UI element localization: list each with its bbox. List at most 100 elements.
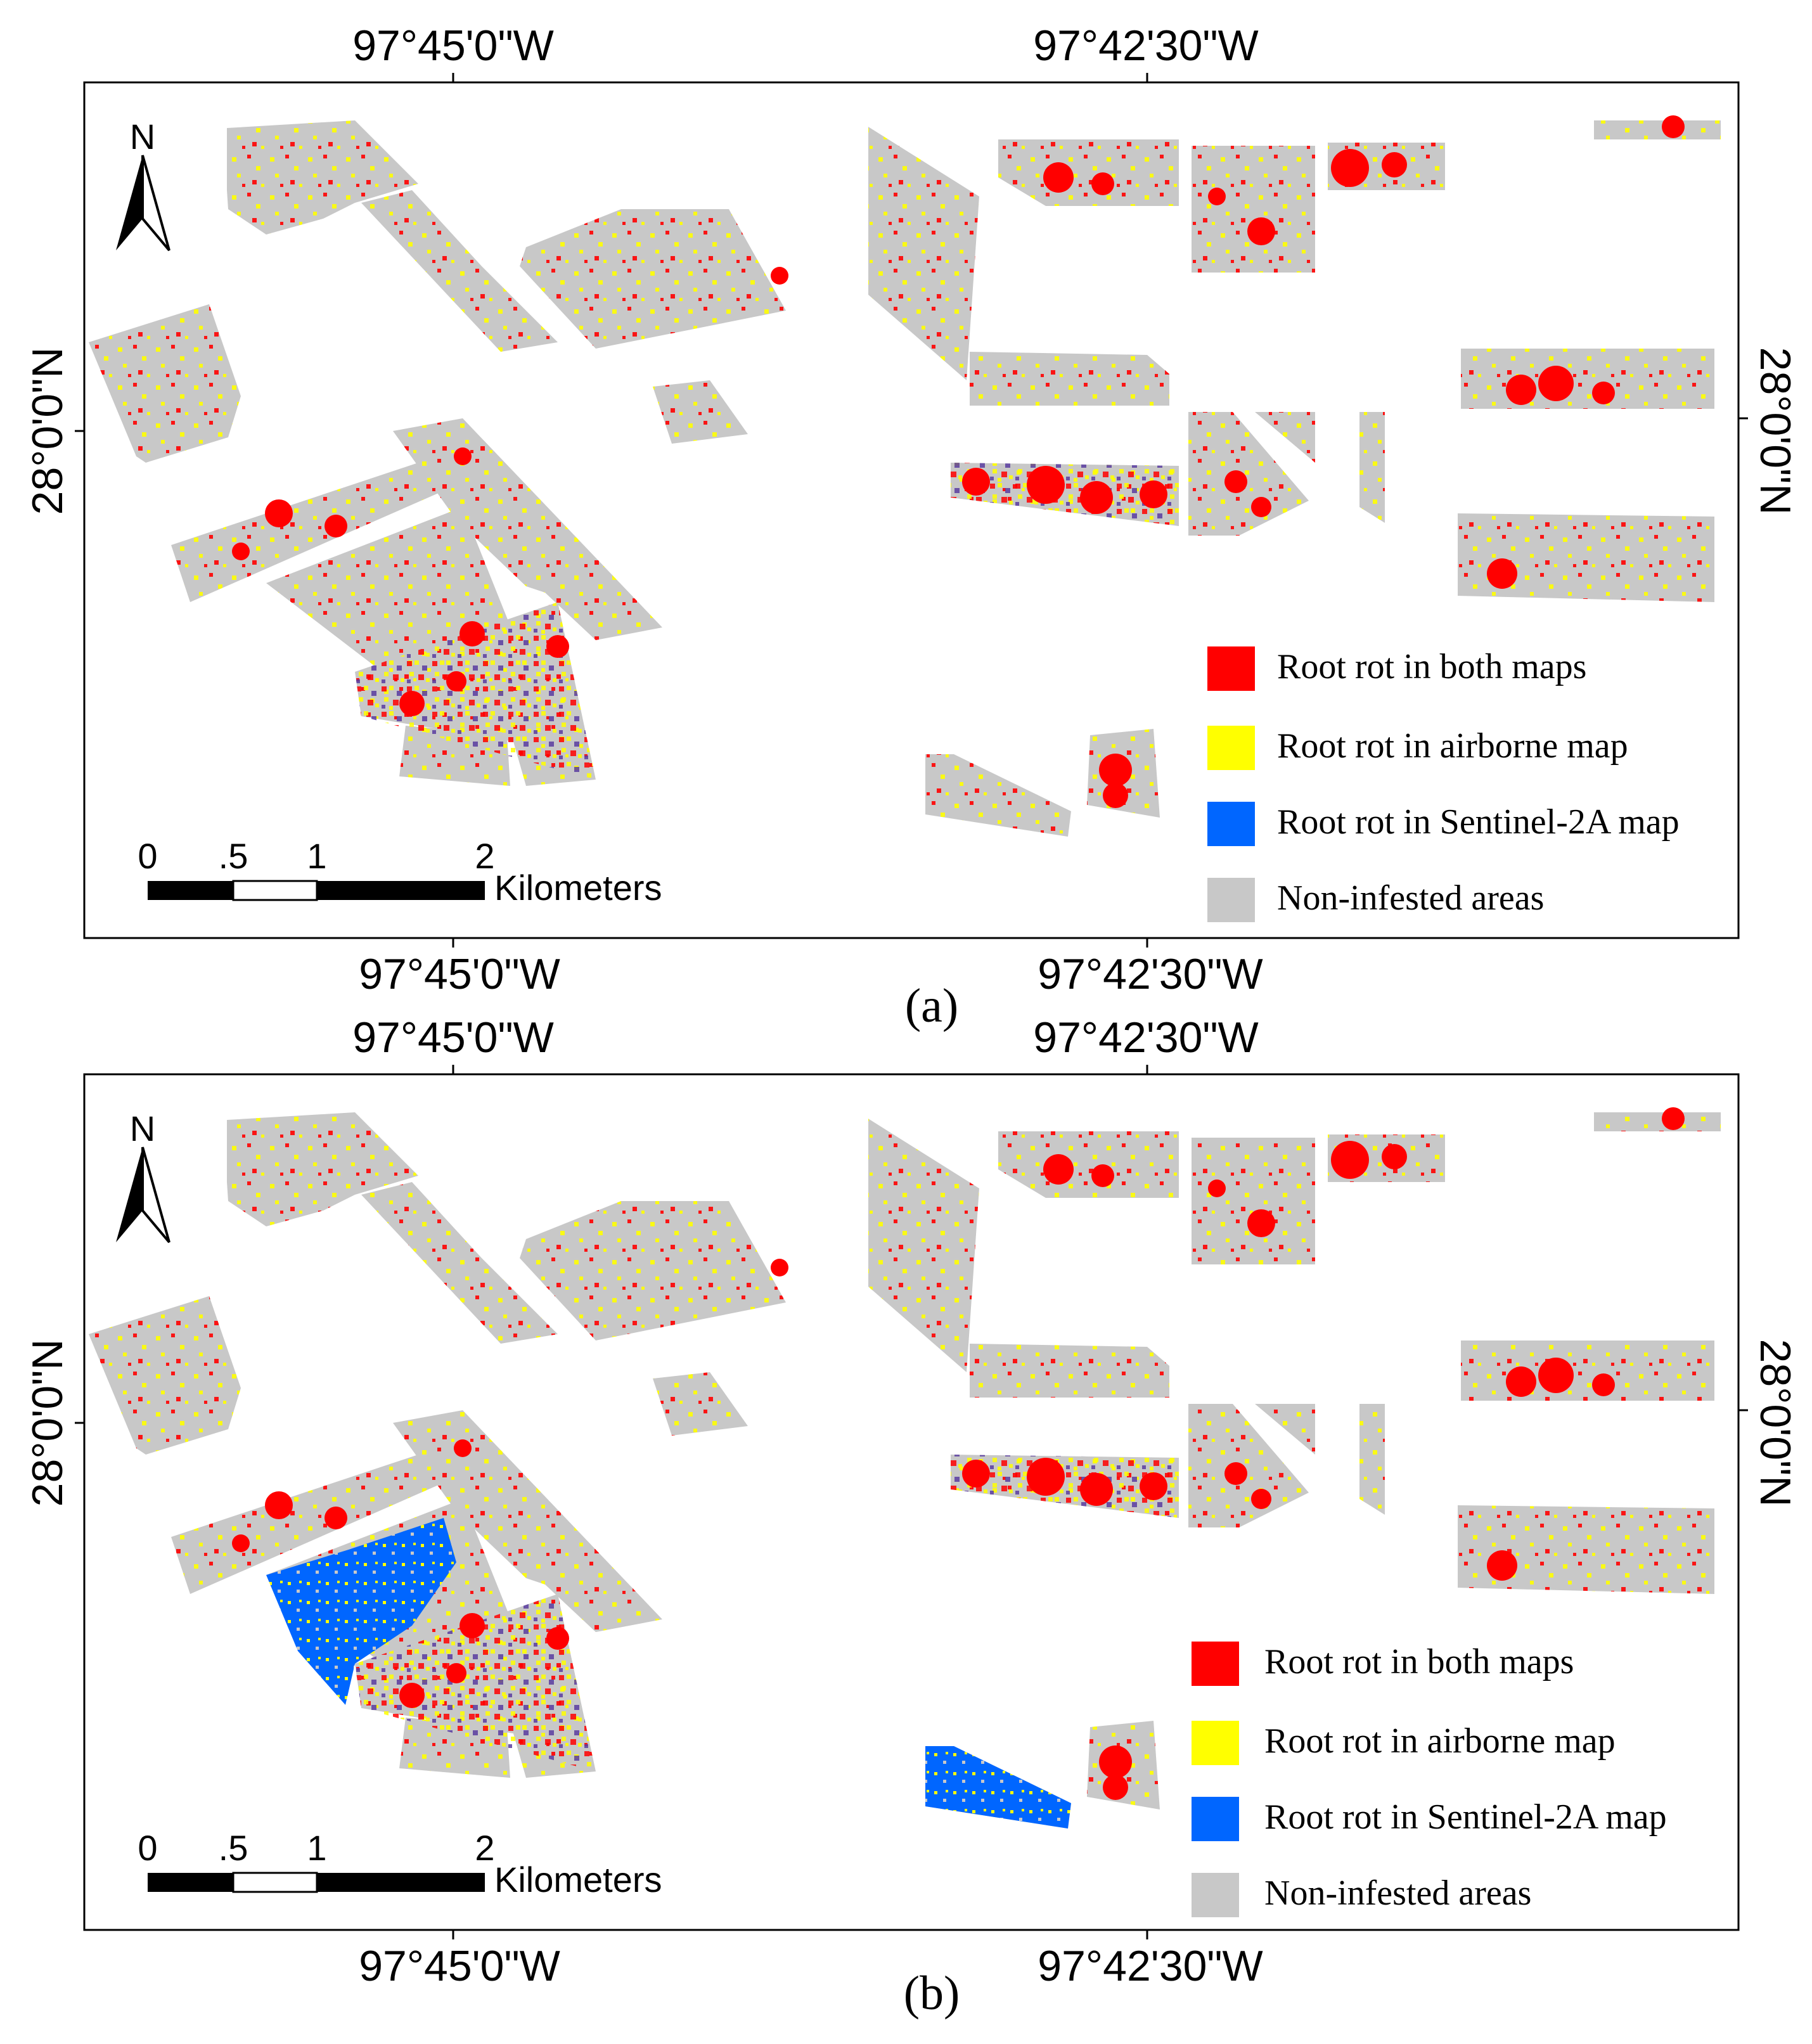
root-rot-hotspot xyxy=(1224,1462,1247,1485)
root-rot-hotspot xyxy=(546,1627,569,1650)
field-speckle xyxy=(1458,1505,1714,1594)
root-rot-hotspot xyxy=(1662,115,1685,138)
north-arrow-icon: N xyxy=(116,117,170,252)
root-rot-hotspot xyxy=(1487,1550,1517,1581)
north-arrow-icon: N xyxy=(116,1109,170,1244)
field-speckle xyxy=(89,1296,241,1455)
latitude-label-right: 28°0'0"N xyxy=(1751,1339,1799,1507)
root-rot-hotspot xyxy=(1027,466,1065,504)
root-rot-hotspot xyxy=(1382,152,1407,177)
legend-swatch xyxy=(1192,1797,1239,1841)
root-rot-hotspot xyxy=(1592,382,1615,404)
scale-unit-label: Kilometers xyxy=(494,1860,662,1899)
legend-swatch xyxy=(1207,646,1255,691)
field-speckle xyxy=(361,1182,558,1344)
root-rot-hotspot xyxy=(1251,1489,1271,1509)
root-rot-hotspot xyxy=(446,1663,466,1683)
scale-tick-label: 1 xyxy=(307,1828,326,1868)
north-label: N xyxy=(130,117,155,157)
field-speckle xyxy=(998,139,1179,206)
root-rot-hotspot xyxy=(1080,481,1113,514)
longitude-label-top-left: 97°45'0"W xyxy=(352,1013,554,1062)
legend-label: Non-infested areas xyxy=(1277,878,1544,918)
field-speckle xyxy=(393,1410,662,1632)
scale-segment xyxy=(148,1873,233,1892)
legend-swatch xyxy=(1192,1721,1239,1765)
panel-caption: (b) xyxy=(904,1967,960,2020)
latitude-label-left: 28°0'0"N xyxy=(23,1339,72,1507)
scale-tick-label: 2 xyxy=(475,1828,494,1868)
root-rot-hotspot xyxy=(1592,1373,1615,1396)
field-speckle xyxy=(653,1372,748,1436)
root-rot-hotspot xyxy=(1103,1775,1128,1800)
scale-segment xyxy=(317,1873,485,1892)
field-speckle xyxy=(1359,412,1385,523)
root-rot-hotspot xyxy=(1099,754,1132,787)
longitude-label-bottom-left: 97°45'0"W xyxy=(359,1942,560,1990)
field-speckle xyxy=(89,304,241,463)
root-rot-hotspot xyxy=(1027,1458,1065,1496)
field-speckle xyxy=(970,1344,1169,1398)
root-rot-hotspot xyxy=(1538,366,1574,401)
scale-tick-label: 0 xyxy=(138,1828,157,1868)
north-arrow-left-half xyxy=(116,1147,143,1242)
scale-tick-label: .5 xyxy=(219,1828,248,1868)
root-rot-hotspot xyxy=(1331,1141,1369,1179)
root-rot-hotspot xyxy=(399,1683,425,1708)
root-rot-hotspot xyxy=(265,1491,293,1519)
field-speckle xyxy=(1461,1340,1714,1401)
root-rot-hotspot xyxy=(1538,1358,1574,1393)
field-speckle xyxy=(171,456,450,602)
scale-tick-label: 2 xyxy=(475,836,494,876)
root-rot-hotspot xyxy=(1091,1164,1114,1187)
root-rot-hotspots xyxy=(232,115,1685,808)
field-speckle xyxy=(1359,1404,1385,1515)
root-rot-hotspot xyxy=(454,447,472,465)
root-rot-hotspot xyxy=(459,1613,485,1638)
latitude-label-right: 28°0'0"N xyxy=(1751,347,1799,515)
root-rot-hotspot xyxy=(232,543,250,560)
root-rot-hotspot xyxy=(265,499,293,527)
field-speckle xyxy=(1192,146,1315,273)
root-rot-hotspot xyxy=(324,1507,347,1529)
legend-swatch xyxy=(1207,726,1255,770)
field-speckle xyxy=(1192,1138,1315,1264)
root-rot-hotspot xyxy=(546,635,569,658)
legend-label: Root rot in airborne map xyxy=(1264,1721,1616,1761)
root-rot-hotspot xyxy=(446,671,466,691)
field-dense-infestation xyxy=(355,602,596,780)
sentinel-only-area xyxy=(925,1746,1071,1829)
root-rot-hotspot xyxy=(1080,1473,1113,1506)
root-rot-hotspot xyxy=(1251,497,1271,517)
scale-segment xyxy=(148,881,233,900)
root-rot-hotspot xyxy=(399,691,425,716)
field-speckle xyxy=(1255,1404,1315,1455)
legend-label: Root rot in both maps xyxy=(1277,647,1586,686)
root-rot-hotspot xyxy=(1140,480,1167,508)
panel-caption: (a) xyxy=(905,979,958,1032)
field-speckle xyxy=(925,754,1071,837)
field-dense-infestation xyxy=(951,1455,1179,1518)
root-rot-hotspot xyxy=(771,1259,788,1276)
root-rot-hotspots xyxy=(232,1107,1685,1800)
longitude-label-top-right: 97°42'30"W xyxy=(1033,1013,1258,1062)
sentinel-only-area xyxy=(266,1518,456,1705)
root-rot-hotspot xyxy=(459,621,485,646)
field-speckle xyxy=(1594,1112,1721,1131)
longitude-label-top-left: 97°45'0"W xyxy=(352,22,554,70)
root-rot-hotspot xyxy=(1224,470,1247,493)
root-rot-hotspot xyxy=(324,515,347,537)
root-rot-hotspot xyxy=(1382,1144,1407,1169)
field-polygons xyxy=(89,120,1721,837)
longitude-label-top-right: 97°42'30"W xyxy=(1033,22,1258,70)
scale-unit-label: Kilometers xyxy=(494,868,662,908)
field-speckle xyxy=(1255,412,1315,463)
root-rot-hotspot xyxy=(1043,162,1074,193)
root-rot-hotspot xyxy=(1662,1107,1685,1130)
root-rot-hotspot xyxy=(1208,188,1226,205)
